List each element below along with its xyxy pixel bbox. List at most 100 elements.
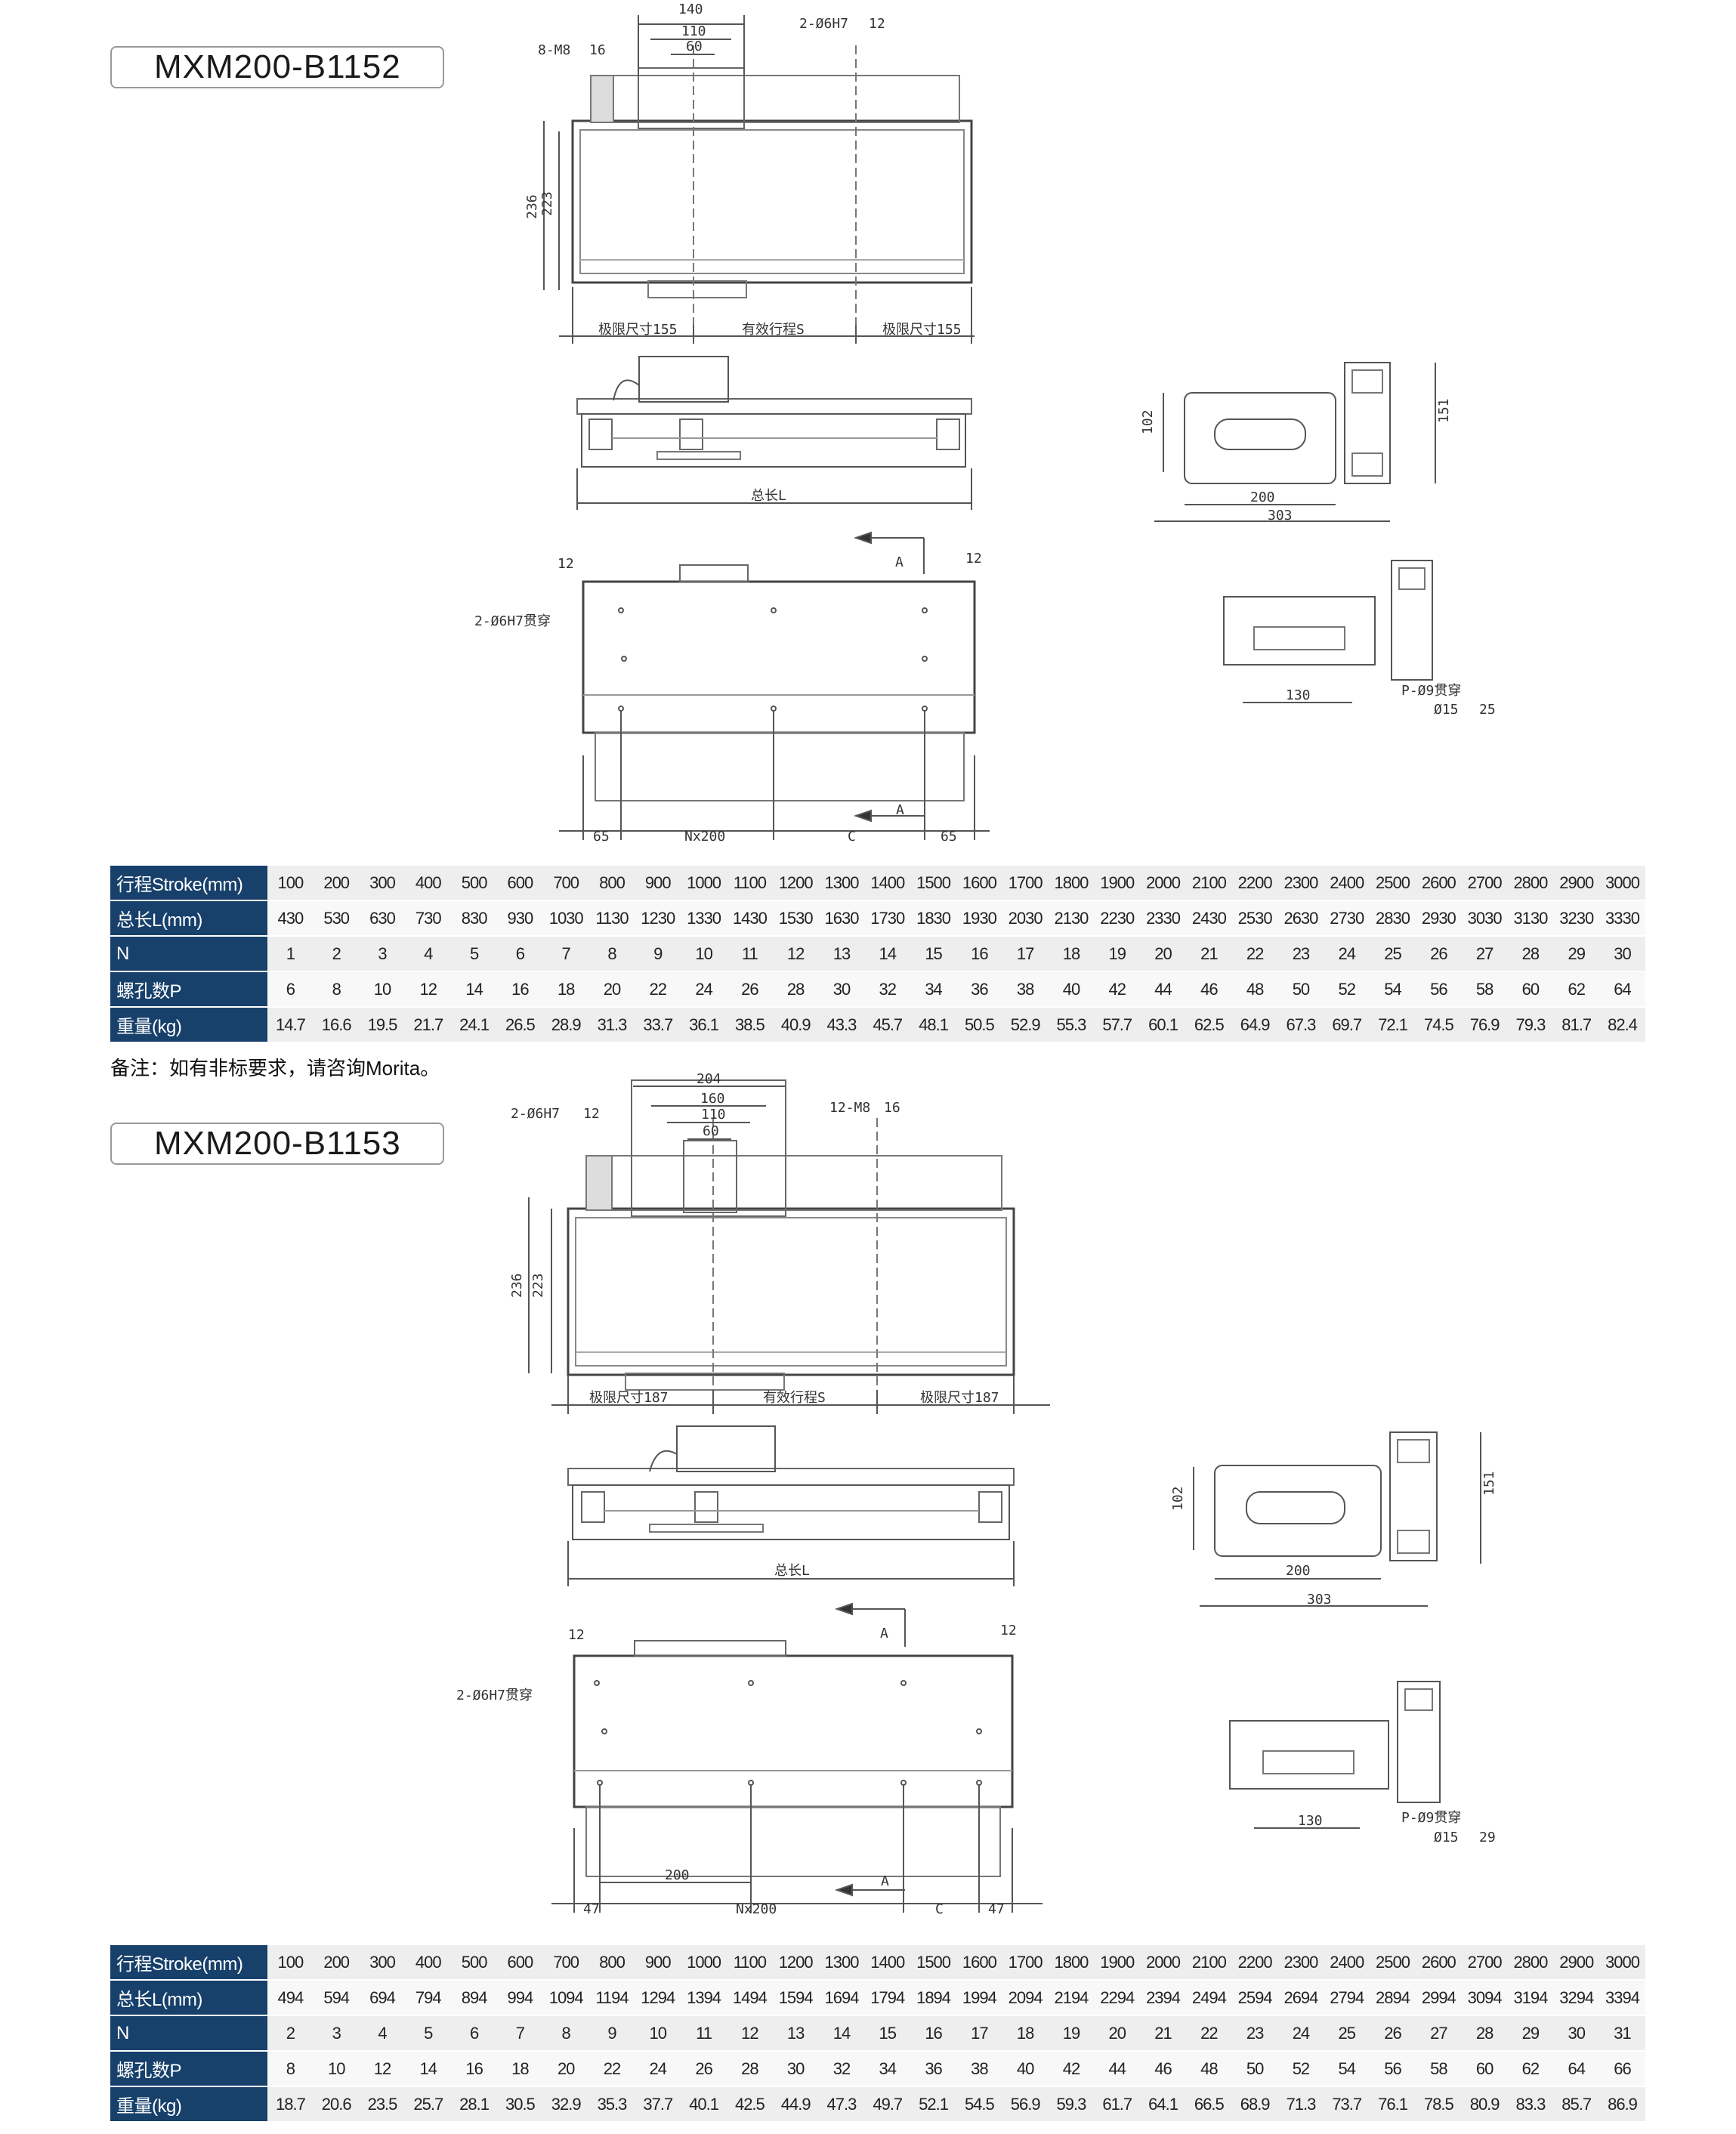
- table-cell: 36: [910, 2051, 956, 2087]
- table-cell: 1794: [864, 1980, 911, 2016]
- table-cell: 430: [267, 900, 314, 937]
- table-cell: 2094: [1002, 1980, 1049, 2016]
- table-cell: 2794: [1324, 1980, 1370, 2016]
- table-cell: 32.9: [542, 2086, 589, 2123]
- table-cell: 4: [359, 2015, 406, 2052]
- table-cell: 32: [818, 2051, 865, 2087]
- svg-text:12: 12: [568, 1627, 585, 1643]
- section-b1153: MXM200-B1153 204 160 110 60: [0, 1073, 1736, 2134]
- table-cell: 3230: [1553, 900, 1600, 937]
- svg-text:200: 200: [1250, 489, 1275, 505]
- table-cell: 74.5: [1415, 1007, 1462, 1043]
- model-title: MXM200-B1152: [110, 46, 444, 88]
- table-cell: 500: [451, 866, 497, 901]
- table-cell: 1900: [1094, 1945, 1141, 1981]
- table-cell: 894: [451, 1980, 497, 2016]
- table-cell: 52.9: [1002, 1007, 1049, 1043]
- svg-text:16: 16: [589, 42, 606, 58]
- svg-text:总长L: 总长L: [751, 488, 786, 504]
- svg-text:8-M8: 8-M8: [538, 42, 570, 58]
- table-cell: 1700: [1002, 1945, 1049, 1981]
- section-view: 130 P-Ø9贯穿 Ø15 25: [1223, 560, 1496, 718]
- table-cell: 300: [359, 1945, 406, 1981]
- svg-text:极限尺寸187: 极限尺寸187: [920, 1390, 999, 1406]
- table-cell: 2900: [1553, 1945, 1600, 1981]
- table-cell: 50.5: [956, 1007, 1002, 1043]
- table-cell: 16.6: [313, 1007, 360, 1043]
- table-cell: 28: [726, 2051, 773, 2087]
- remark-note: 备注：如有非标要求，请咨询Morita。: [110, 1057, 440, 1079]
- svg-text:16: 16: [884, 1100, 900, 1116]
- svg-text:Nx200: Nx200: [684, 829, 725, 845]
- section-b1152: MXM200-B1152 140 110 60 8-M8 1: [0, 0, 1736, 1058]
- table-cell: 1830: [910, 900, 956, 937]
- model-title: MXM200-B1153: [110, 1123, 444, 1165]
- table-cell: 26.5: [496, 1007, 543, 1043]
- table-cell: 1130: [588, 900, 635, 937]
- table-cell: 30: [1599, 936, 1645, 972]
- table-cell: 36: [956, 971, 1002, 1008]
- svg-text:极限尺寸187: 极限尺寸187: [589, 1390, 669, 1406]
- table-cell: 4: [405, 936, 452, 972]
- table-cell: 25.7: [405, 2086, 452, 2123]
- table-cell: 40.1: [681, 2086, 727, 2123]
- table-cell: 1100: [726, 1945, 773, 1981]
- svg-text:A: A: [896, 802, 904, 818]
- table-cell: 8: [588, 936, 635, 972]
- table-cell: 1930: [956, 900, 1002, 937]
- svg-text:200: 200: [665, 1867, 690, 1883]
- table-cell: 44.9: [772, 2086, 819, 2123]
- table-cell: 20: [1094, 2015, 1141, 2052]
- table-cell: 830: [451, 900, 497, 937]
- table-cell: 31.3: [588, 1007, 635, 1043]
- drawing-b1153: 204 160 110 60 2-Ø6H7 12 12-M8 16 236 22…: [456, 1073, 1497, 1917]
- table-cell: 83.3: [1507, 2086, 1554, 2123]
- table-cell: 58: [1461, 971, 1508, 1008]
- table-cell: 25: [1370, 936, 1416, 972]
- table-cell: 594: [313, 1980, 360, 2016]
- table-cell: 37.7: [635, 2086, 681, 2123]
- table-cell: 2500: [1370, 1945, 1416, 1981]
- svg-text:236: 236: [524, 194, 540, 219]
- table-cell: 35.3: [588, 2086, 635, 2123]
- table-cell: 2594: [1231, 1980, 1278, 2016]
- svg-text:C: C: [935, 1901, 944, 1917]
- table-cell: 81.7: [1553, 1007, 1600, 1043]
- table-cell: 700: [542, 1945, 589, 1981]
- table-cell: 630: [359, 900, 406, 937]
- svg-text:2-Ø6H7: 2-Ø6H7: [799, 16, 848, 32]
- table-cell: 16: [956, 936, 1002, 972]
- table-cell: 1600: [956, 1945, 1002, 1981]
- table-cell: 2494: [1185, 1980, 1232, 2016]
- table-cell: 40.9: [772, 1007, 819, 1043]
- table-cell: 80.9: [1461, 2086, 1508, 2123]
- table-cell: 17: [956, 2015, 1002, 2052]
- table-cell: 1500: [910, 866, 956, 901]
- svg-text:47: 47: [988, 1901, 1005, 1917]
- table-cell: 42: [1094, 971, 1141, 1008]
- svg-text:60: 60: [686, 39, 703, 54]
- table-cell: 13: [818, 936, 865, 972]
- bottom-view: 12 12 A 2-Ø6H7贯穿 65 Nx200 C 65 A: [474, 531, 990, 845]
- table-cell: 28: [772, 971, 819, 1008]
- table-cell: 28: [1507, 936, 1554, 972]
- table-cell: 1494: [726, 1980, 773, 2016]
- table-cell: 2000: [1140, 1945, 1186, 1981]
- svg-text:12: 12: [1000, 1623, 1017, 1638]
- svg-text:2-Ø6H7贯穿: 2-Ø6H7贯穿: [474, 613, 551, 629]
- table-cell: 2330: [1140, 900, 1186, 937]
- table-cell: 57.7: [1094, 1007, 1141, 1043]
- table-cell: 26: [726, 971, 773, 1008]
- table-cell: 700: [542, 866, 589, 901]
- table-cell: 59.3: [1048, 2086, 1095, 2123]
- table-cell: 1300: [818, 866, 865, 901]
- table-cell: 1400: [864, 866, 911, 901]
- svg-text:65: 65: [593, 829, 610, 845]
- table-cell: 48.1: [910, 1007, 956, 1043]
- table-cell: 18: [1002, 2015, 1049, 2052]
- table-cell: 2830: [1370, 900, 1416, 937]
